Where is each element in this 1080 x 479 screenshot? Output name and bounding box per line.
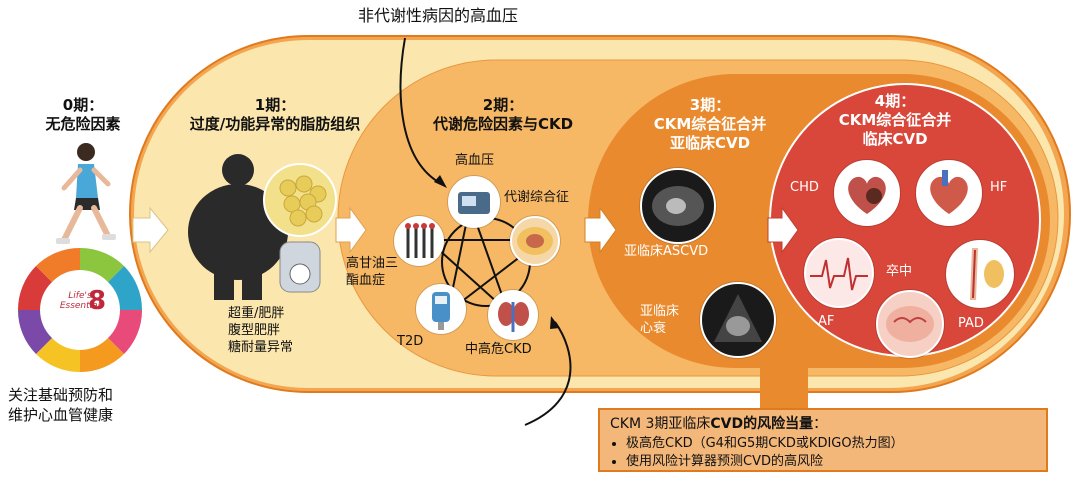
stage0-title-line1: 0期：	[62, 96, 104, 114]
heart-chd-icon	[834, 160, 900, 226]
node-tg-line2: 酯血症	[346, 272, 386, 288]
stage0-caption-line2: 维护心血管健康	[8, 406, 114, 425]
echo-icon	[700, 282, 776, 358]
node-t2d-label: T2D	[397, 334, 424, 349]
stage1-title-line2: 过度/功能异常的脂肪组织	[189, 114, 361, 133]
node-ckd-label: 中高危CKD	[465, 342, 532, 357]
stage2-title-line1: 2期：	[482, 96, 524, 114]
lipid-icon	[394, 216, 444, 266]
risk-box-item: 使用风险计算器预测CVD的高风险	[626, 453, 1036, 471]
stage0-caption-line1: 关注基础预防和	[8, 386, 114, 404]
stage1-items: 超重/肥胖 腹型肥胖 糖耐量异常	[228, 306, 293, 357]
ecg-icon	[804, 238, 874, 308]
stroke-label: 卒中	[886, 264, 913, 279]
stage1-title-line1: 1期：	[254, 96, 296, 114]
badge-text: Life's Essential	[44, 291, 116, 312]
life-essential-8-badge	[17, 247, 143, 373]
chd-label: CHD	[790, 180, 819, 195]
stage4-title: 4期： CKM综合征合并 临床CVD	[820, 92, 970, 148]
node-tg-label: 高甘油三 酯血症	[346, 256, 398, 290]
ct-scan-icon	[640, 168, 716, 244]
obese-person-icon	[188, 154, 337, 300]
stage2-title-line2: 代谢危险因素与CKD	[432, 114, 574, 133]
top-hypertension-label: 非代谢性病因的高血压	[358, 6, 519, 25]
risk-box-item: 极高危CKD（G4和G5期CKD或KDIGO热力图）	[626, 435, 1036, 453]
stage1-title: 1期： 过度/功能异常的脂肪组织	[160, 96, 390, 134]
risk-box-title-prefix: CKM 3期亚临床	[610, 416, 711, 432]
kidney-icon	[488, 290, 538, 340]
node-metabolic-label: 代谢综合征	[504, 190, 570, 205]
stage3-title: 3期： CKM综合征合并 亚临床CVD	[630, 96, 790, 152]
stage1-item: 腹型肥胖	[228, 322, 281, 338]
stage0-caption: 关注基础预防和 维护心血管健康	[8, 385, 113, 426]
node-hypertension-label: 高血压	[455, 153, 495, 168]
risk-box-title-suffix: ：	[813, 416, 828, 432]
subclinical-hf-label: 亚临床 心衰	[640, 304, 679, 338]
stage1-item: 糖耐量异常	[228, 339, 294, 355]
badge-mid: Essential	[59, 300, 101, 311]
brain-icon	[876, 290, 944, 358]
stage4-title-line3: 临床CVD	[862, 129, 928, 148]
stage3-title-line1: 3期：	[689, 96, 731, 114]
stage4-title-line1: 4期：	[874, 92, 916, 110]
badge-number: 8	[88, 286, 107, 316]
risk-equivalent-box: CKM 3期亚临床CVD的风险当量： 极高危CKD（G4和G5期CKD或KDIG…	[598, 408, 1048, 472]
bp-monitor-icon	[448, 176, 500, 228]
abdomen-fat-icon	[510, 216, 560, 266]
glucose-meter-icon	[416, 284, 466, 334]
node-tg-line1: 高甘油三	[346, 256, 399, 271]
runner-icon	[56, 143, 116, 244]
leg-artery-icon	[946, 240, 1014, 308]
stage1-item: 超重/肥胖	[228, 306, 285, 321]
stage4-title-line2: CKM综合征合并	[838, 110, 952, 129]
hf-label: HF	[990, 180, 1008, 195]
subclinical-ascvd-label: 亚临床ASCVD	[624, 244, 709, 259]
af-label: AF	[818, 314, 835, 329]
stage3-title-line2: CKM综合征合并	[653, 114, 767, 133]
risk-box-title: CKM 3期亚临床CVD的风险当量：	[610, 413, 1036, 433]
subclinical-hf-line2: 心衰	[640, 320, 667, 336]
stage3-title-line3: 亚临床CVD	[669, 133, 751, 152]
subclinical-hf-line1: 亚临床	[640, 304, 680, 319]
stage0-title-line2: 无危险因素	[45, 114, 121, 133]
risk-box-list: 极高危CKD（G4和G5期CKD或KDIGO热力图） 使用风险计算器预测CVD的…	[610, 435, 1036, 470]
stage0-title: 0期： 无危险因素	[28, 96, 138, 134]
badge-top: Life's	[68, 291, 92, 301]
risk-box-title-bold: CVD的风险当量	[710, 416, 814, 432]
heart-hf-icon	[916, 160, 982, 226]
stage2-title: 2期： 代谢危险因素与CKD	[408, 96, 598, 134]
pad-label: PAD	[958, 316, 984, 331]
